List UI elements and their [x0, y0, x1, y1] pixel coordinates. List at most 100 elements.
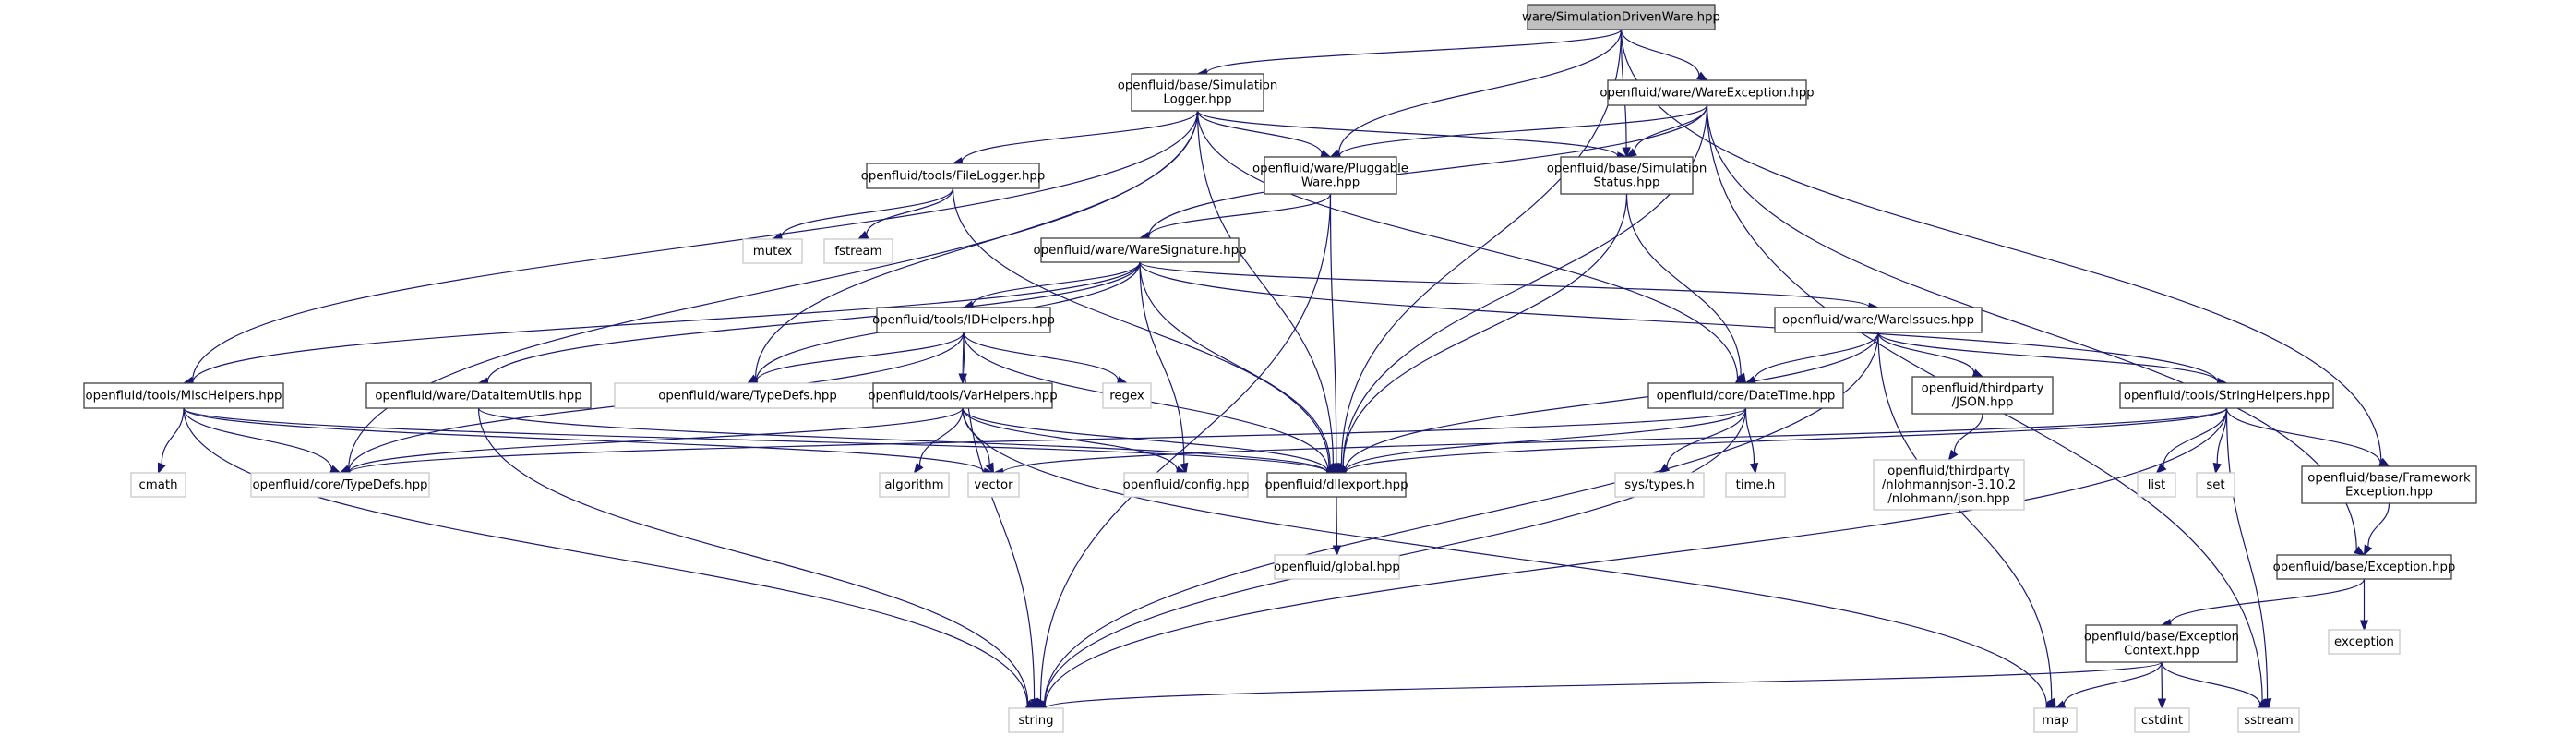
arrowhead-icon — [2262, 697, 2272, 710]
node-label: openfluid/ware/WareException.hpp — [1600, 87, 1814, 101]
node-global: openfluid/global.hpp — [1274, 554, 1400, 580]
node-label: time.h — [1736, 478, 1776, 492]
arrowhead-icon — [1696, 71, 1708, 81]
arrowhead-icon — [157, 462, 166, 475]
node-sdw: ware/SimulationDrivenWare.hpp — [1522, 4, 1720, 30]
node-label: ware/SimulationDrivenWare.hpp — [1522, 11, 1720, 25]
edge-wareissues-to-map — [1877, 332, 2056, 710]
node-label: list — [2148, 478, 2166, 492]
edge-line — [1620, 29, 2382, 463]
edge-line — [348, 407, 964, 473]
edge-line — [2163, 407, 2228, 467]
edge-line — [1039, 193, 1332, 701]
edge-varhelpers-to-vector — [962, 407, 995, 475]
node-box — [1560, 156, 1694, 195]
node-set: set — [2196, 472, 2235, 498]
edge-layer — [157, 29, 2390, 713]
edge-stringhelpers-to-string — [1035, 407, 2228, 711]
edge-line — [1139, 261, 1331, 466]
node-label: openfluid/ware/WareIssues.hpp — [1782, 314, 1974, 328]
edge-waresig-to-stringhelpers — [1139, 261, 2228, 387]
edge-baseexc-to-exccontext — [2160, 578, 2366, 628]
node-json[interactable]: openfluid/thirdparty/JSON.hpp — [1911, 376, 2054, 415]
edge-line — [1148, 193, 1332, 236]
arrowhead-icon — [1029, 697, 1039, 710]
node-layer: ware/SimulationDrivenWare.hpp openfluid/b… — [83, 4, 2477, 733]
edge-line — [1001, 407, 2228, 473]
node-varhelpers[interactable]: openfluid/tools/VarHelpers.hpp — [868, 382, 1058, 409]
edge-simlogger-to-coretypedefs — [339, 110, 1199, 474]
edge-line — [918, 407, 964, 466]
edge-line — [183, 407, 332, 470]
node-box — [1123, 472, 1249, 498]
node-box — [130, 472, 186, 498]
node-mischelpers[interactable]: openfluid/tools/MiscHelpers.hpp — [83, 382, 284, 409]
edge-stringhelpers-to-sstream — [2225, 407, 2272, 710]
edge-line — [972, 261, 1141, 306]
node-stringhelpers[interactable]: openfluid/tools/StringHelpers.hpp — [2119, 382, 2334, 409]
edge-line — [1744, 407, 1755, 465]
arrowhead-icon — [1736, 372, 1747, 385]
edge-mischelpers-to-string — [183, 407, 1037, 709]
node-config: openfluid/config.hpp — [1123, 472, 1249, 498]
node-label: openfluid/ware/DataItemUtils.hpp — [375, 390, 581, 404]
node-label: fstream — [834, 245, 881, 259]
arrowhead-icon — [1622, 147, 1631, 159]
node-label: string — [1018, 714, 1053, 728]
node-label: openfluid/tools/MiscHelpers.hpp — [85, 390, 282, 404]
node-box — [1873, 459, 2025, 511]
node-dataitem[interactable]: openfluid/ware/DataItemUtils.hpp — [365, 382, 592, 409]
node-algorithm: algorithm — [879, 472, 950, 498]
edge-line — [1345, 332, 1879, 471]
node-filelogger[interactable]: openfluid/tools/FileLogger.hpp — [861, 163, 1046, 189]
edge-exccontext-to-cstdint — [2157, 661, 2167, 710]
edge-waresig-to-wareissues — [1139, 261, 1880, 312]
edge-line — [754, 110, 1199, 379]
node-datetime[interactable]: openfluid/core/DateTime.hpp — [1647, 382, 1844, 409]
edge-varhelpers-to-coretypedefs — [339, 407, 964, 477]
edge-line — [961, 110, 1199, 163]
edge-line — [1345, 407, 1747, 472]
edge-line — [781, 187, 954, 237]
edge-stringhelpers-to-dllexport — [1335, 407, 2228, 477]
node-box — [1102, 382, 1152, 409]
node-wareexc[interactable]: openfluid/ware/WareException.hpp — [1600, 79, 1815, 106]
arrowhead-icon — [913, 462, 924, 475]
node-box — [2137, 472, 2176, 498]
node-box — [2119, 382, 2334, 409]
edge-sdw-to-wareexc — [1620, 29, 1708, 81]
edge-filelogger-to-fstream — [857, 187, 954, 240]
node-label: openfluid/global.hpp — [1274, 561, 1400, 574]
edge-line — [1139, 261, 1185, 465]
node-box — [1607, 79, 1807, 106]
node-box — [2134, 707, 2190, 733]
edge-simlogger-to-pluggable — [1196, 110, 1332, 159]
node-label: Status.hpp — [1594, 176, 1660, 190]
node-box — [365, 382, 592, 409]
node-label: regex — [1109, 390, 1144, 404]
edge-line — [161, 407, 185, 465]
node-dllexport[interactable]: openfluid/dllexport.hpp — [1264, 472, 1408, 498]
node-idhelpers[interactable]: openfluid/tools/IDHelpers.hpp — [872, 307, 1055, 333]
edge-line — [2225, 407, 2381, 464]
edge-line — [1196, 110, 1323, 154]
node-timeh: time.h — [1725, 472, 1786, 498]
node-box — [2033, 707, 2078, 733]
arrowhead-icon — [1332, 545, 1342, 557]
node-baseexc[interactable]: openfluid/base/Exception.hpp — [2273, 554, 2456, 580]
node-waresig[interactable]: openfluid/ware/WareSignature.hpp — [1034, 237, 1247, 263]
node-waretypedefs: openfluid/ware/TypeDefs.hpp — [614, 382, 881, 409]
edge-sdw-to-pluggable — [1329, 29, 1623, 158]
node-box — [614, 382, 881, 409]
node-box — [1040, 237, 1240, 263]
arrowhead-icon — [2212, 462, 2222, 475]
edge-line — [2063, 661, 2163, 706]
edge-line — [962, 407, 1178, 471]
node-wareissues[interactable]: openfluid/ware/WareIssues.hpp — [1774, 307, 1983, 333]
edge-line — [1139, 261, 2219, 382]
